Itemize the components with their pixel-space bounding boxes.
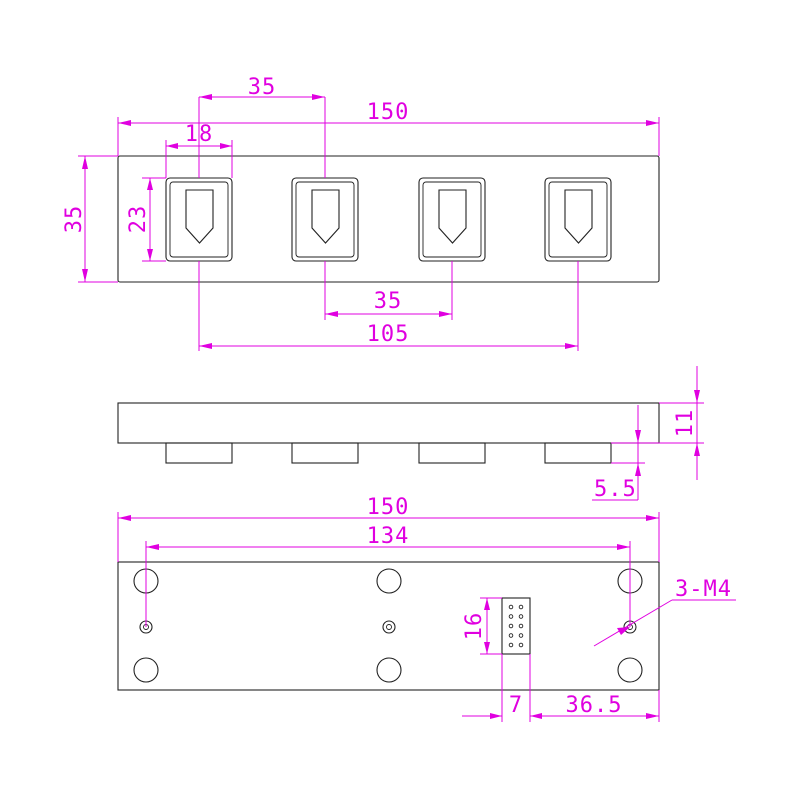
side-key-4 [544, 442, 612, 464]
side-key-2 [291, 442, 359, 464]
top-panel-outline [117, 155, 660, 283]
dim-bottom-overall-width-label: 150 [367, 495, 410, 520]
m4-hole-middle [382, 620, 396, 634]
side-key-3 [418, 442, 486, 464]
dim-key-height: 23 [126, 177, 166, 262]
side-key-1 [165, 442, 233, 464]
dim-panel-height: 35 [62, 155, 118, 283]
dim-outer-key-span-label: 105 [367, 322, 410, 347]
arrow-key-icon [438, 189, 467, 244]
top-view: 35 150 18 23 [62, 75, 660, 351]
dim-hole-spacing-label: 134 [367, 524, 410, 549]
dim-key-pitch-label: 35 [248, 75, 277, 100]
dim-total-thickness-label: 11 [673, 409, 698, 438]
hole-callout-label: 3-M4 [675, 577, 732, 602]
dim-key-height-label: 23 [126, 205, 151, 234]
connector-pin [518, 614, 524, 619]
connector-pin [508, 633, 514, 638]
dim-bottom-overall-width: 150 [117, 495, 660, 562]
standoff-top-middle [376, 568, 402, 594]
key-3 [418, 177, 486, 262]
key-1 [165, 177, 233, 262]
standoff-bottom-left [133, 657, 159, 683]
arrow-key-icon [564, 189, 593, 244]
dim-total-thickness: 11 [611, 366, 704, 480]
dim-connector-height: 16 [462, 597, 502, 655]
key-4 [544, 177, 612, 262]
dim-connector-width: 7 [462, 654, 542, 722]
dim-key-pitch-lower: 35 [324, 261, 453, 320]
dim-overall-width: 150 [117, 100, 660, 156]
connector-pin [508, 642, 514, 648]
key-2 [291, 177, 359, 262]
arrow-key-icon [185, 189, 214, 244]
connector-pin [518, 623, 524, 629]
bottom-view: 150 134 3-M4 16 [117, 495, 736, 722]
side-panel-body [117, 402, 660, 444]
dim-key-pitch-lower-label: 35 [374, 289, 403, 314]
connector-pin [518, 642, 524, 648]
dim-key-protrusion-label: 5.5 [594, 477, 637, 502]
dim-key-pitch: 35 [198, 75, 326, 178]
connector-pins [508, 604, 524, 648]
connector-pin [508, 623, 514, 629]
dim-connector-width-label: 7 [509, 693, 523, 718]
arrow-key-icon [311, 189, 340, 244]
dim-panel-height-label: 35 [62, 205, 87, 234]
connector-pin [508, 604, 514, 610]
pin-header-connector [501, 597, 531, 655]
hole-callout-leader: 3-M4 [593, 577, 736, 647]
dim-key-width-label: 18 [185, 122, 214, 147]
connector-pin [508, 614, 514, 619]
standoff-bottom-right [617, 657, 643, 683]
dim-outer-key-span: 105 [198, 261, 579, 351]
connector-pin [518, 633, 524, 638]
side-view: 11 5.5 [117, 366, 704, 502]
dim-key-width: 18 [165, 122, 233, 178]
dim-key-protrusion: 5.5 [592, 405, 645, 502]
dim-connector-offset-label: 36.5 [566, 693, 623, 718]
standoff-bottom-middle [376, 657, 402, 683]
dim-hole-spacing: 134 [145, 524, 631, 627]
dim-connector-height-label: 16 [462, 612, 487, 641]
bottom-panel-outline [117, 561, 660, 691]
connector-pin [518, 604, 524, 610]
dim-overall-width-label: 150 [367, 100, 410, 125]
dim-connector-offset: 36.5 [530, 690, 660, 722]
